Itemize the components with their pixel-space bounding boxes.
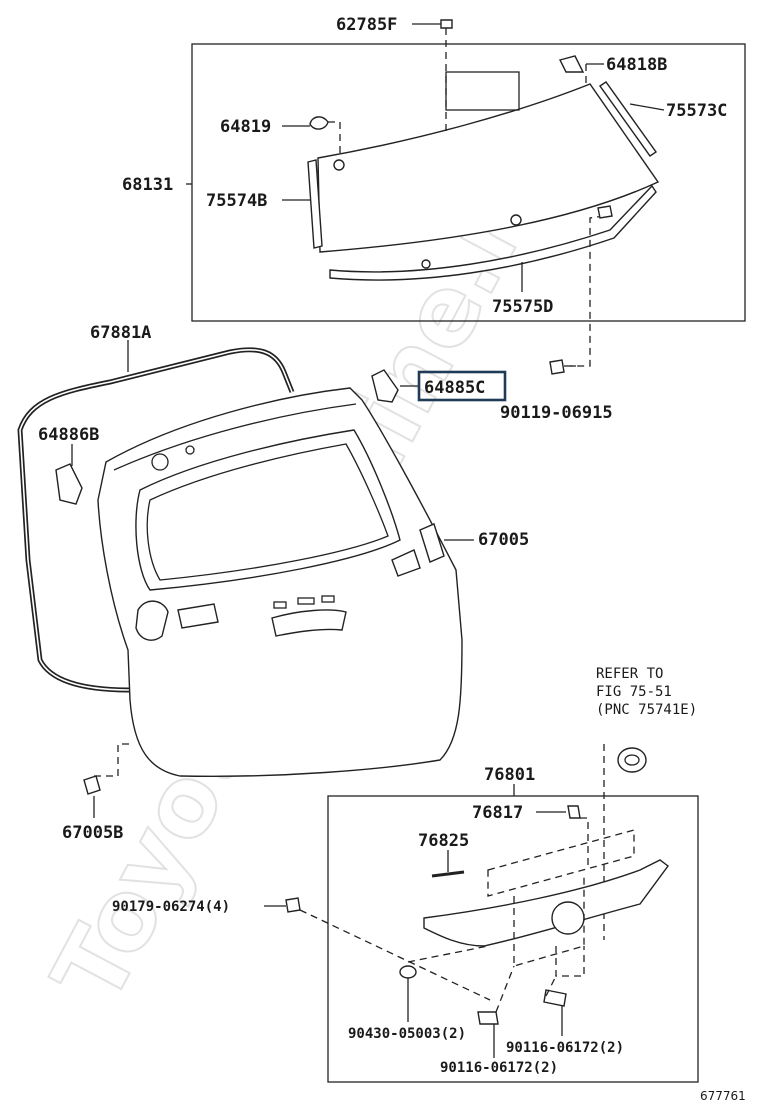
- clip-90179-06274[interactable]: [285, 897, 301, 913]
- garnish-group-box: [327, 795, 699, 1083]
- dash-grid-3: [555, 946, 585, 977]
- label-64819: 64819: [220, 117, 271, 137]
- door-recess-left: [135, 600, 169, 641]
- glass-mark-1: [333, 159, 345, 171]
- door-window-inner: [146, 443, 389, 581]
- bolt-90116-06172-b[interactable]: [543, 989, 567, 1007]
- back-window-glass[interactable]: [317, 83, 660, 253]
- label-68131: 68131: [122, 175, 173, 195]
- dash-76817: [580, 817, 589, 870]
- refer-line-1: REFER TO: [596, 666, 663, 682]
- dash-90430: [407, 945, 489, 963]
- glass-group-box: [191, 43, 746, 322]
- door-slot-1: [273, 601, 287, 609]
- door-recess-right: [391, 549, 421, 577]
- label-90119-06915: 90119-06915: [500, 403, 613, 423]
- dash-grid-1: [487, 829, 635, 897]
- label-75574B: 75574B: [206, 191, 267, 211]
- hinge-64885C[interactable]: [371, 369, 399, 403]
- garnish-light-hole: [551, 901, 585, 935]
- toyota-emblem[interactable]: [617, 747, 647, 773]
- garnish-76801[interactable]: [423, 859, 669, 947]
- bolt-90119-06915[interactable]: [549, 359, 565, 375]
- label-90430-05003: 90430-05003(2): [348, 1026, 466, 1042]
- label-67005: 67005: [478, 530, 529, 550]
- label-90179-06274: 90179-06274(4): [112, 899, 230, 915]
- leader-75573C: [629, 103, 665, 111]
- weatherstrip-67881A-inner: [19, 349, 293, 691]
- label-76825: 76825: [418, 831, 469, 851]
- door-recess-far-right: [419, 523, 445, 563]
- label-64885C[interactable]: 64885C: [424, 378, 485, 398]
- label-62785F: 62785F: [336, 15, 397, 35]
- label-90116-06172-b: 90116-06172(2): [440, 1060, 558, 1076]
- moulding-75574B[interactable]: [307, 159, 323, 249]
- moulding-75573C[interactable]: [599, 81, 657, 157]
- glass-sticker: [445, 71, 520, 111]
- label-90116-06172-a: 90116-06172(2): [506, 1040, 624, 1056]
- glass-mark-3: [421, 259, 431, 269]
- door-slot-2: [297, 597, 315, 605]
- label-75575D: 75575D: [492, 297, 553, 317]
- label-67881A: 67881A: [90, 323, 151, 343]
- label-64818B: 64818B: [606, 55, 667, 75]
- refer-line-3: (PNC 75741E): [596, 702, 697, 718]
- clip-62785F[interactable]: [440, 19, 453, 29]
- door-slot-3: [321, 595, 335, 603]
- refer-line-2: FIG 75-51: [596, 684, 672, 700]
- clip-67005B[interactable]: [83, 775, 101, 795]
- figure-code: 677761: [700, 1089, 746, 1103]
- dash-64819: [328, 121, 341, 158]
- label-76801: 76801: [484, 765, 535, 785]
- door-hole-2: [185, 445, 195, 455]
- highlight-64885C: [417, 370, 507, 402]
- door-window-opening: [135, 429, 401, 591]
- toyota-emblem-ring: [624, 754, 640, 766]
- washer-90430-05003[interactable]: [399, 965, 417, 979]
- door-top-rail: [113, 403, 357, 471]
- bracket-64818B[interactable]: [558, 55, 585, 73]
- dash-90119: [570, 215, 605, 367]
- clip-64819[interactable]: [309, 116, 329, 130]
- label-76817: 76817: [472, 803, 523, 823]
- dash-67005B: [94, 743, 132, 777]
- label-67005B: 67005B: [62, 823, 123, 843]
- label-75573C: 75573C: [666, 101, 727, 121]
- hinge-64886B[interactable]: [55, 463, 83, 505]
- door-hole-1: [151, 453, 169, 471]
- screw-76817[interactable]: [567, 805, 581, 819]
- moulding-75575D[interactable]: [329, 184, 657, 281]
- door-handle-recess: [271, 609, 347, 637]
- glass-mark-2: [510, 214, 522, 226]
- bolt-90116-06172-a[interactable]: [477, 1011, 499, 1025]
- bracket-glass-right: [597, 205, 613, 219]
- door-recess-center: [177, 603, 219, 629]
- dash-90116: [495, 965, 557, 1013]
- label-64886B: 64886B: [38, 425, 99, 445]
- wire-76825[interactable]: [431, 870, 465, 878]
